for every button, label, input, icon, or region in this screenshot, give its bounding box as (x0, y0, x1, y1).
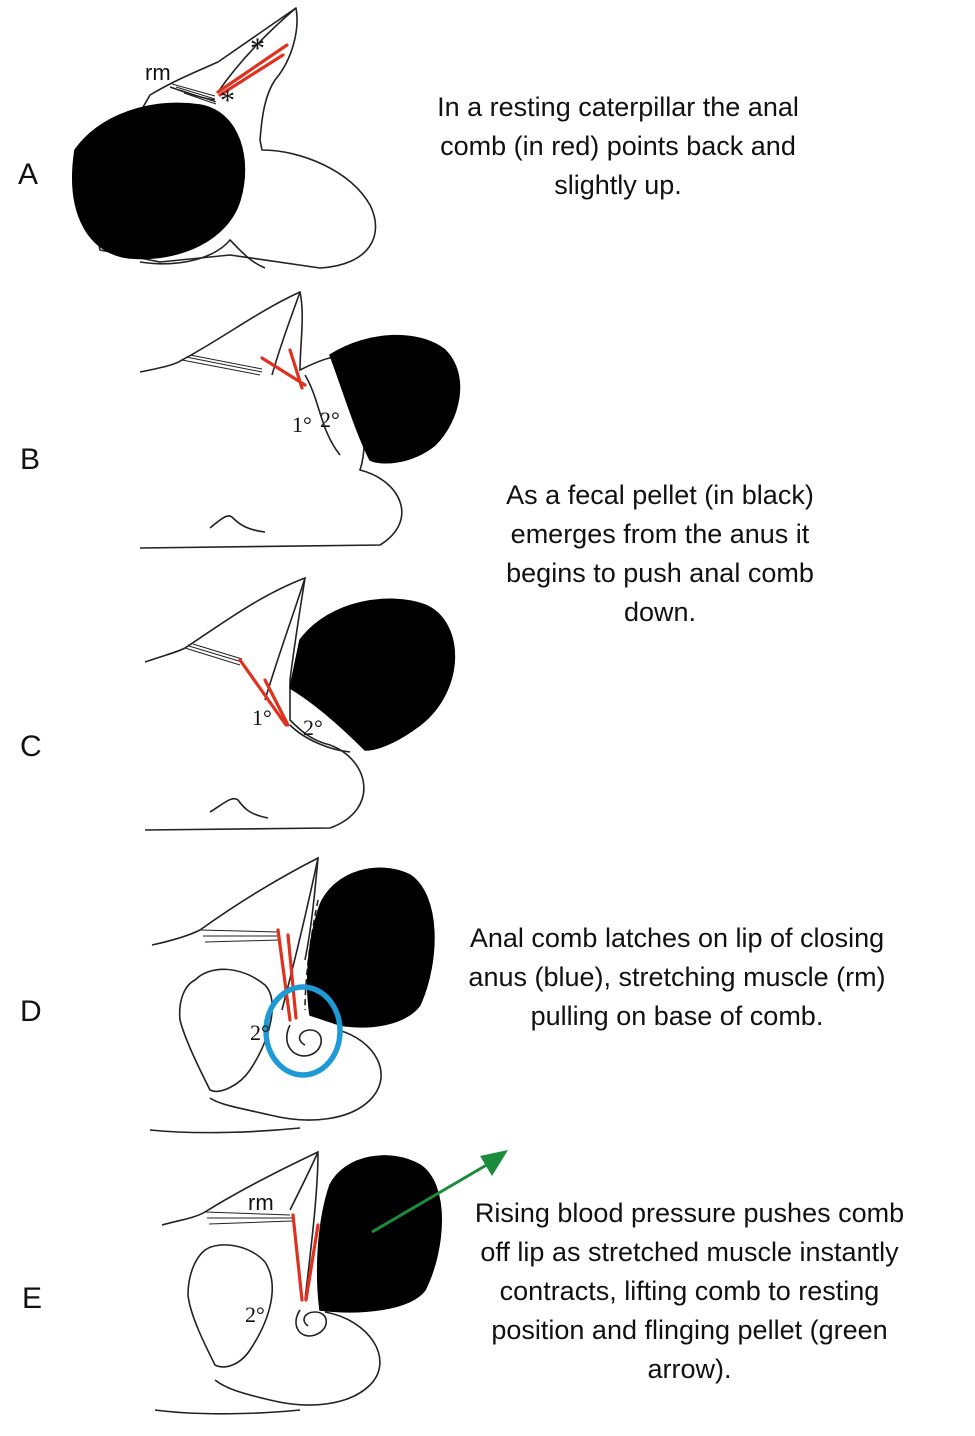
panel-c-drawing: 1° 2° (144, 576, 456, 831)
anal-comb (238, 658, 288, 727)
body-wall (209, 515, 266, 533)
asterisk-label: * (250, 32, 265, 65)
panel-e-drawing: rm 2° (154, 1150, 508, 1415)
panel-label-e: E (22, 1282, 43, 1315)
body-wall (154, 1311, 381, 1415)
rm-label: rm (145, 60, 171, 85)
arrowhead-icon (480, 1150, 508, 1176)
secondary-lip-label: 2° (303, 715, 323, 740)
anal-comb (218, 53, 285, 97)
retractor-muscle (199, 929, 281, 943)
caption-d: Anal comb latches on lip of closing anus… (468, 923, 886, 1031)
body-wall (139, 238, 266, 269)
anal-comb (263, 678, 290, 727)
retractor-muscle (204, 1211, 293, 1225)
panel-a-drawing: rm * * (72, 7, 377, 269)
body-wall (149, 1029, 382, 1134)
retractor-muscle (181, 354, 263, 376)
body-wall (178, 968, 273, 1092)
caption-e: Rising blood pressure pushes comb off li… (474, 1198, 905, 1384)
retractor-muscle (184, 643, 243, 666)
caption-b: As a fecal pellet (in black) emerges fro… (506, 480, 814, 627)
anal-comb (288, 348, 304, 390)
fecal-pellet (329, 334, 461, 464)
fecal-pellet (316, 1155, 442, 1313)
anus-lip-highlight (263, 984, 343, 1078)
anal-comb (260, 356, 307, 387)
panel-d-drawing: 2° (149, 856, 435, 1134)
anal-plate-edge (217, 7, 297, 93)
anal-comb (276, 928, 292, 1022)
panel-label-d: D (20, 995, 42, 1028)
anal-comb (216, 43, 289, 94)
anal-plate-edge (289, 1151, 319, 1211)
anal-lip (289, 724, 351, 753)
anal-lip (304, 374, 341, 456)
anal-comb (286, 933, 298, 1020)
body-wall (209, 797, 269, 819)
anal-comb (291, 1213, 304, 1302)
secondary-lip-label: 2° (245, 1302, 265, 1327)
panel-label-b: B (20, 443, 41, 476)
anal-comb (304, 1223, 320, 1302)
anal-lip (285, 1024, 323, 1057)
secondary-lip-label: 2° (250, 1020, 270, 1045)
primary-lip-label: 1° (292, 412, 312, 437)
body-wall (151, 856, 319, 961)
retractor-muscle (171, 83, 217, 105)
fecal-pellet (72, 102, 246, 260)
secondary-lip-label: 2° (320, 407, 340, 432)
rm-label: rm (248, 1190, 274, 1215)
asterisk-label: * (220, 84, 235, 117)
primary-lip-label: 1° (252, 705, 272, 730)
panel-label-a: A (18, 158, 39, 191)
body-wall (161, 1150, 319, 1301)
caption-a: In a resting caterpillar the anal comb (… (437, 92, 799, 200)
pellet-outline (304, 899, 319, 1011)
body-wall (139, 290, 403, 549)
fecal-pellet (306, 867, 435, 1028)
anal-plate-edge (264, 577, 306, 701)
fecal-pellet (289, 598, 456, 751)
body-wall (187, 1244, 273, 1368)
pellet-trajectory-arrow (371, 1161, 491, 1234)
panel-label-c: C (20, 730, 42, 763)
anal-lip (295, 1309, 328, 1337)
panel-b-drawing: 1° 2° (139, 290, 461, 549)
